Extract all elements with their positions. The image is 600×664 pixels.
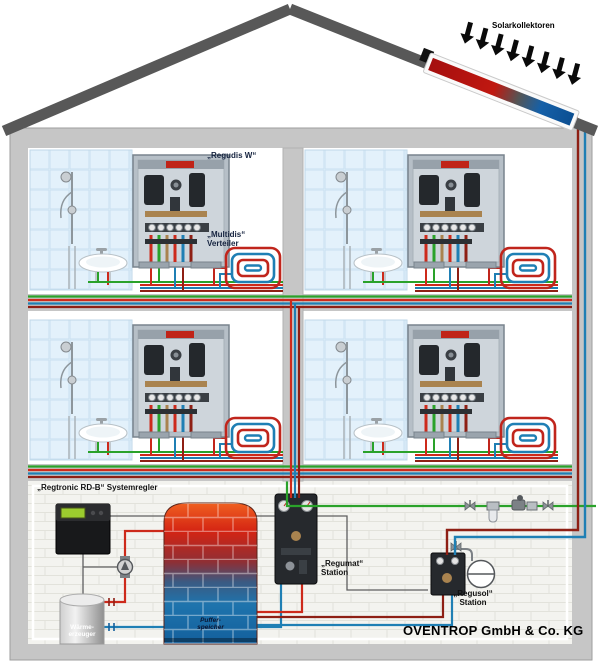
- water-meter-assembly: [511, 495, 538, 511]
- multidis-manifold-label: „Multidis“ Verteiler: [207, 230, 246, 249]
- storage-tank-label: Puffer- speicher: [197, 617, 224, 632]
- solar-collector-label: Solarkollektoren: [492, 21, 555, 30]
- pump-icon: [116, 556, 134, 578]
- filter-icon: [486, 501, 500, 523]
- sun-irradiation-arrow: [534, 50, 554, 75]
- heat-generator-label: Wärme- erzeuger: [68, 624, 96, 639]
- sun-irradiation-arrow: [488, 32, 508, 58]
- regudis-station-label: „Regudis W“: [207, 151, 257, 160]
- expansion-vessel-icon: [466, 559, 496, 589]
- brand-text: OVENTROP GmbH & Co. KG: [403, 623, 584, 638]
- sun-irradiation-arrow: [473, 26, 493, 52]
- controller-label: „Regtronic RD-B“ Systemregler: [37, 483, 158, 492]
- heat-generator: [59, 593, 105, 645]
- risers: [289, 300, 301, 498]
- sun-irradiation-arrow: [519, 44, 539, 70]
- regumat-station: [274, 493, 318, 585]
- solar-collector: [419, 47, 580, 131]
- system-controller: [55, 503, 111, 555]
- sun-irradiation-arrow: [458, 20, 478, 46]
- sun-irradiation-arrow: [549, 55, 570, 81]
- sun-irradiation-arrow: [504, 38, 524, 64]
- regumat-station-label: „Regumat“ Station: [321, 559, 364, 578]
- solar-circuit-pipes: [257, 595, 454, 627]
- controller-display: [60, 507, 86, 519]
- sun-irradiation-arrow: [565, 61, 585, 87]
- regusol-station-label: „Regusol“ Station: [453, 589, 493, 608]
- buffer-storage-tank: [163, 502, 258, 645]
